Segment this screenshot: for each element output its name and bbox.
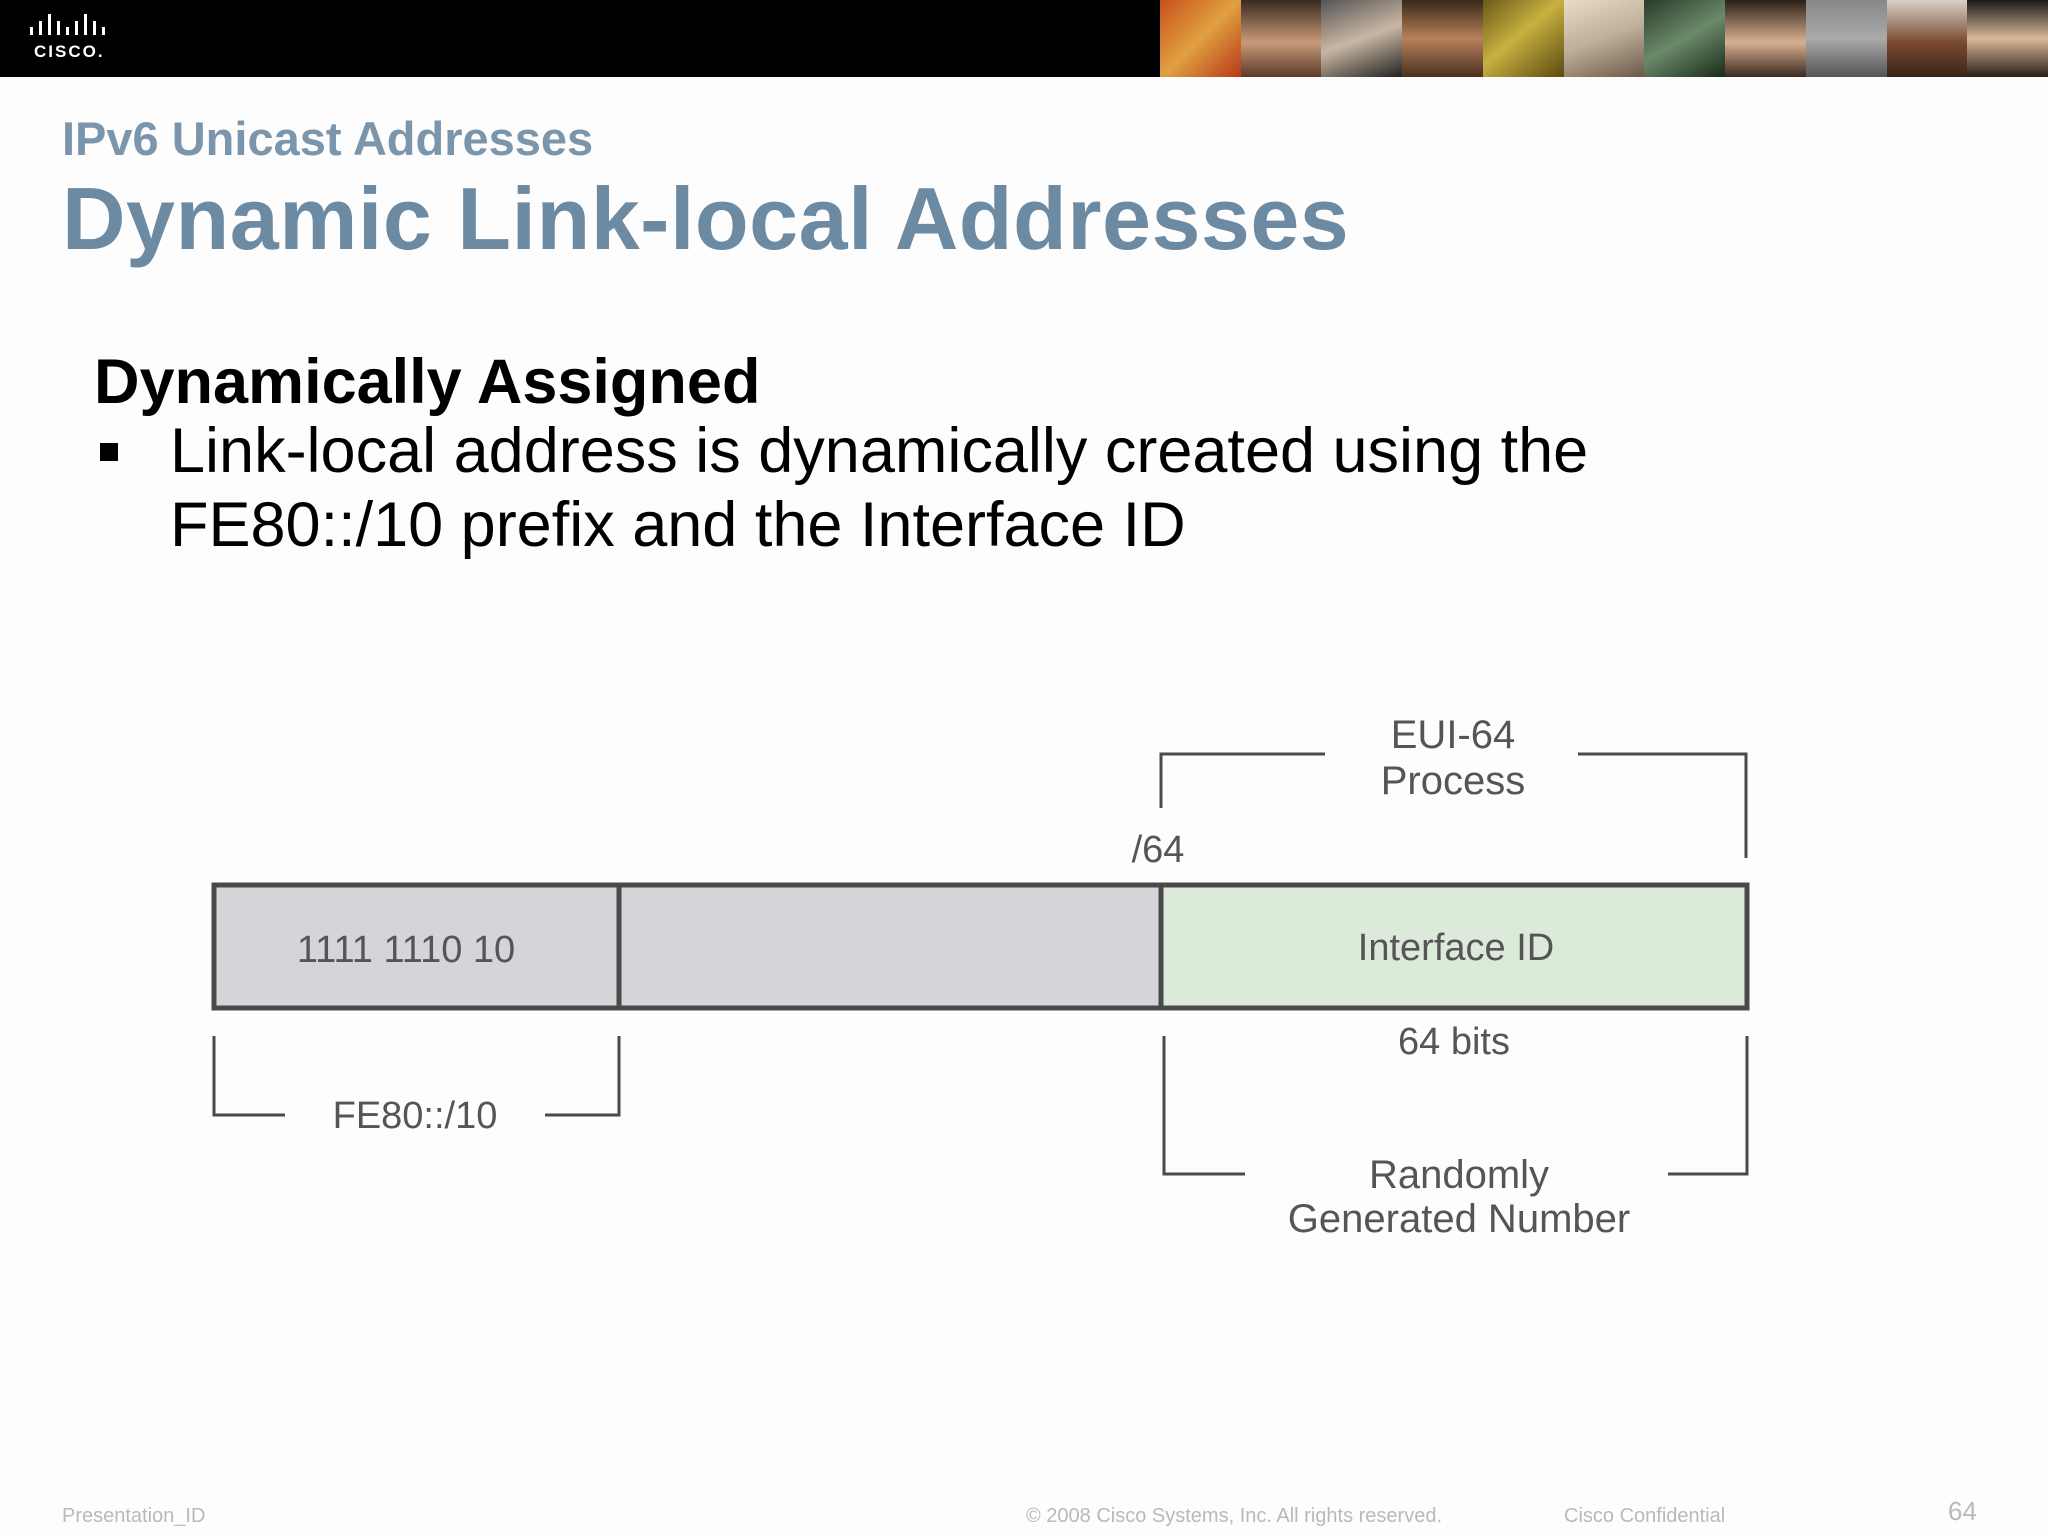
eui64-bracket <box>1159 752 1325 808</box>
random-bracket <box>1162 1036 1245 1176</box>
random-label-2: Generated Number <box>1288 1197 1630 1241</box>
header-photo <box>1967 0 2048 77</box>
cisco-wordmark: CISCO. <box>34 42 105 61</box>
bullet-square-icon <box>100 443 118 461</box>
footer-presentation-id: Presentation_ID <box>62 1505 206 1527</box>
header-photo <box>1725 0 1806 77</box>
section-heading: Dynamically Assigned <box>94 347 761 417</box>
header-photo <box>1886 0 1968 77</box>
header-photo <box>1482 0 1564 77</box>
eui64-bracket <box>1578 752 1748 858</box>
bits-label: 64 bits <box>1398 1021 1510 1063</box>
header-bar: CISCO. <box>0 0 2048 77</box>
fe80-bracket <box>212 1036 285 1117</box>
random-bracket <box>1668 1036 1749 1176</box>
footer-confidential: Cisco Confidential <box>1564 1505 1726 1527</box>
fe80-label: FE80::/10 <box>333 1095 498 1137</box>
footer-copyright: © 2008 Cisco Systems, Inc. All rights re… <box>1026 1505 1443 1527</box>
slide-title: Dynamic Link-local Addresses <box>62 169 1350 268</box>
header-photo <box>1321 0 1403 77</box>
interface-id-text: Interface ID <box>1358 927 1554 969</box>
prefix-bits-text: 1111 1110 10 <box>297 929 515 971</box>
prefix-length-label: /64 <box>1132 829 1185 871</box>
fe80-bracket <box>545 1036 621 1117</box>
subnet-field <box>616 882 1164 1011</box>
random-label: Randomly <box>1369 1153 1549 1197</box>
header-photo-strip <box>1160 0 2048 77</box>
eui64-label: EUI-64 <box>1391 713 1516 757</box>
header-photo <box>1240 0 1322 77</box>
header-photo <box>1805 0 1887 77</box>
cisco-logo: CISCO. <box>28 14 118 64</box>
interface-id-field <box>1158 882 1750 1011</box>
cisco-bridge-icon <box>30 14 105 35</box>
header-photo <box>1402 0 1483 77</box>
process-label: Process <box>1381 759 1526 803</box>
prefix-bits-field <box>211 882 622 1011</box>
header-photo <box>1644 0 1726 77</box>
header-photo <box>1160 0 1241 77</box>
bullet-text: Link-local address is dynamically create… <box>170 416 1589 560</box>
slide-kicker: IPv6 Unicast Addresses <box>62 112 594 165</box>
header-photo <box>1563 0 1645 77</box>
page-number: 64 <box>1948 1496 1977 1526</box>
